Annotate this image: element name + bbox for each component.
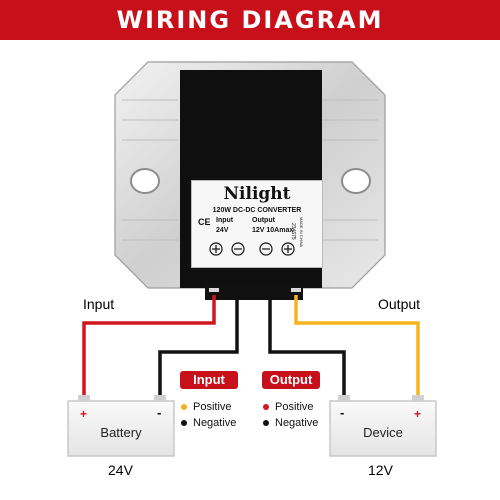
battery-pos-terminal bbox=[78, 395, 90, 401]
battery-voltage: 24V bbox=[108, 462, 133, 478]
input-legend-negative: Negative bbox=[181, 415, 236, 431]
device-voltage: 12V bbox=[368, 462, 393, 478]
output-wire-label: Output bbox=[378, 296, 421, 312]
output-minus-symbol bbox=[259, 242, 273, 256]
title-banner: WIRING DIAGRAM bbox=[0, 0, 500, 40]
label-input-title: Input bbox=[216, 217, 234, 224]
battery-minus: - bbox=[157, 405, 162, 420]
battery-plus: + bbox=[80, 407, 88, 421]
label-output-value: 12V 10Amax bbox=[252, 227, 294, 234]
input-negative-wire bbox=[158, 292, 239, 412]
device-plus: + bbox=[414, 407, 422, 421]
device-box bbox=[329, 400, 437, 457]
dot-yellow-icon bbox=[181, 404, 187, 411]
device-neg-terminal bbox=[338, 395, 350, 401]
battery-label: Battery bbox=[100, 425, 142, 440]
ce-mark: CE bbox=[198, 217, 211, 227]
device-minus: - bbox=[340, 405, 345, 420]
output-badge: Output bbox=[262, 371, 320, 389]
battery-neg-terminal bbox=[154, 395, 166, 401]
output-legend-positive: Positive bbox=[263, 399, 318, 415]
device-pos-terminal bbox=[412, 395, 424, 401]
input-legend: Positive Negative bbox=[181, 399, 236, 431]
input-plus-symbol bbox=[209, 242, 223, 256]
polarity-symbols bbox=[209, 242, 295, 256]
cable-boot bbox=[205, 283, 303, 300]
brand-name: Nilight bbox=[223, 184, 291, 204]
input-badge: Input bbox=[180, 371, 238, 389]
label-output-title: Output bbox=[252, 217, 275, 224]
output-plus-symbol bbox=[281, 242, 295, 256]
dot-black-icon bbox=[181, 420, 187, 427]
input-legend-positive: Positive bbox=[181, 399, 236, 415]
output-legend: Positive Negative bbox=[263, 399, 318, 431]
dot-red-icon bbox=[263, 404, 269, 411]
converter-label: Nilight 120W DC-DC CONVERTER CE Input 24… bbox=[191, 180, 323, 268]
input-minus-symbol bbox=[231, 242, 245, 256]
mounting-hole-left bbox=[130, 168, 160, 194]
housing-fins bbox=[122, 99, 378, 241]
output-legend-negative: Negative bbox=[263, 415, 318, 431]
model-text: 120W DC-DC CONVERTER bbox=[212, 207, 302, 214]
battery-box bbox=[67, 400, 175, 457]
device-label: Device bbox=[363, 425, 403, 440]
input-positive-wire bbox=[82, 292, 216, 412]
output-positive-wire bbox=[294, 292, 420, 412]
output-negative-wire bbox=[268, 292, 346, 412]
mounting-hole-right bbox=[341, 168, 371, 194]
input-wire-label: Input bbox=[83, 296, 115, 312]
label-input-value: 24V bbox=[216, 227, 229, 234]
dot-black-icon bbox=[263, 420, 269, 427]
banner-title: WIRING DIAGRAM bbox=[116, 6, 384, 34]
label-side-text-1: 234675 bbox=[290, 223, 296, 240]
